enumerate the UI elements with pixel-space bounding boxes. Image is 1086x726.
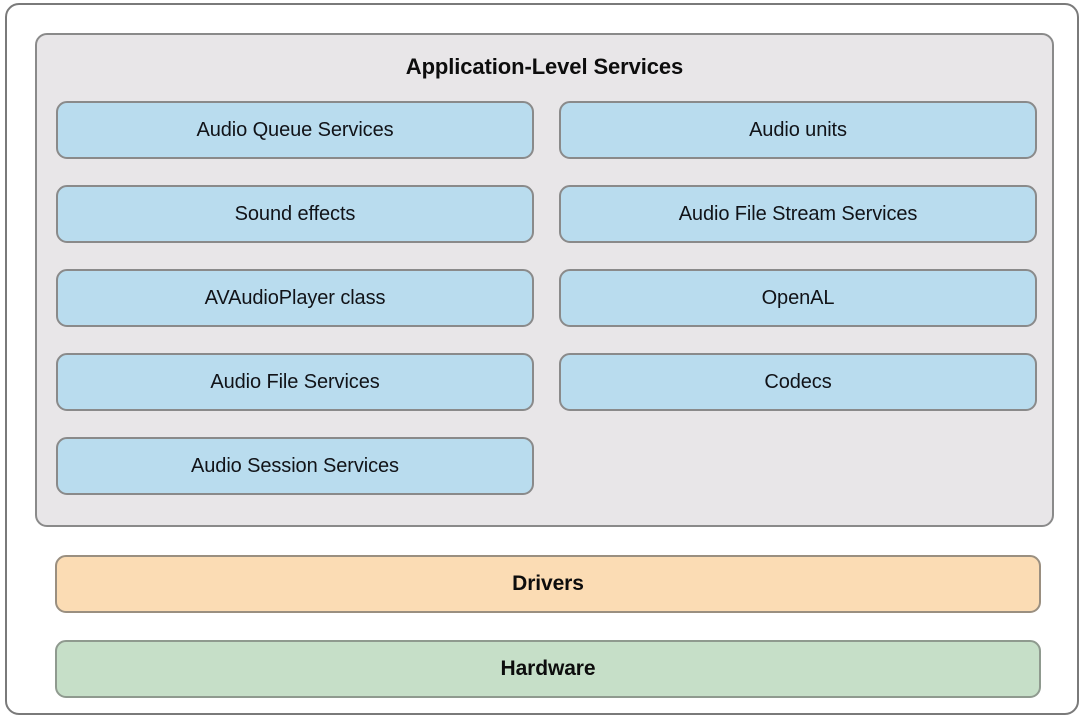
service-box-avaudioplayer-class[interactable]: AVAudioPlayer class: [56, 269, 534, 327]
panel-title: Application-Level Services: [405, 54, 684, 79]
service-box-audio-file-stream-services[interactable]: Audio File Stream Services: [559, 185, 1037, 243]
service-box-sound-effects[interactable]: Sound effects: [56, 185, 534, 243]
audio-stack-diagram: Application-Level Services Audio Queue S…: [5, 3, 1079, 715]
service-box-audio-file-services[interactable]: Audio File Services: [56, 353, 534, 411]
service-box-openal[interactable]: OpenAL: [559, 269, 1037, 327]
layer-bar-drivers[interactable]: Drivers: [55, 555, 1041, 613]
service-column-right: Audio units Audio File Stream Services O…: [559, 101, 1037, 437]
service-column-left: Audio Queue Services Sound effects AVAud…: [56, 101, 534, 521]
layer-bar-hardware[interactable]: Hardware: [55, 640, 1041, 698]
service-box-audio-units[interactable]: Audio units: [559, 101, 1037, 159]
service-box-codecs[interactable]: Codecs: [559, 353, 1037, 411]
service-box-audio-queue-services[interactable]: Audio Queue Services: [56, 101, 534, 159]
application-level-services-panel: Application-Level Services Audio Queue S…: [35, 33, 1054, 527]
service-box-audio-session-services[interactable]: Audio Session Services: [56, 437, 534, 495]
